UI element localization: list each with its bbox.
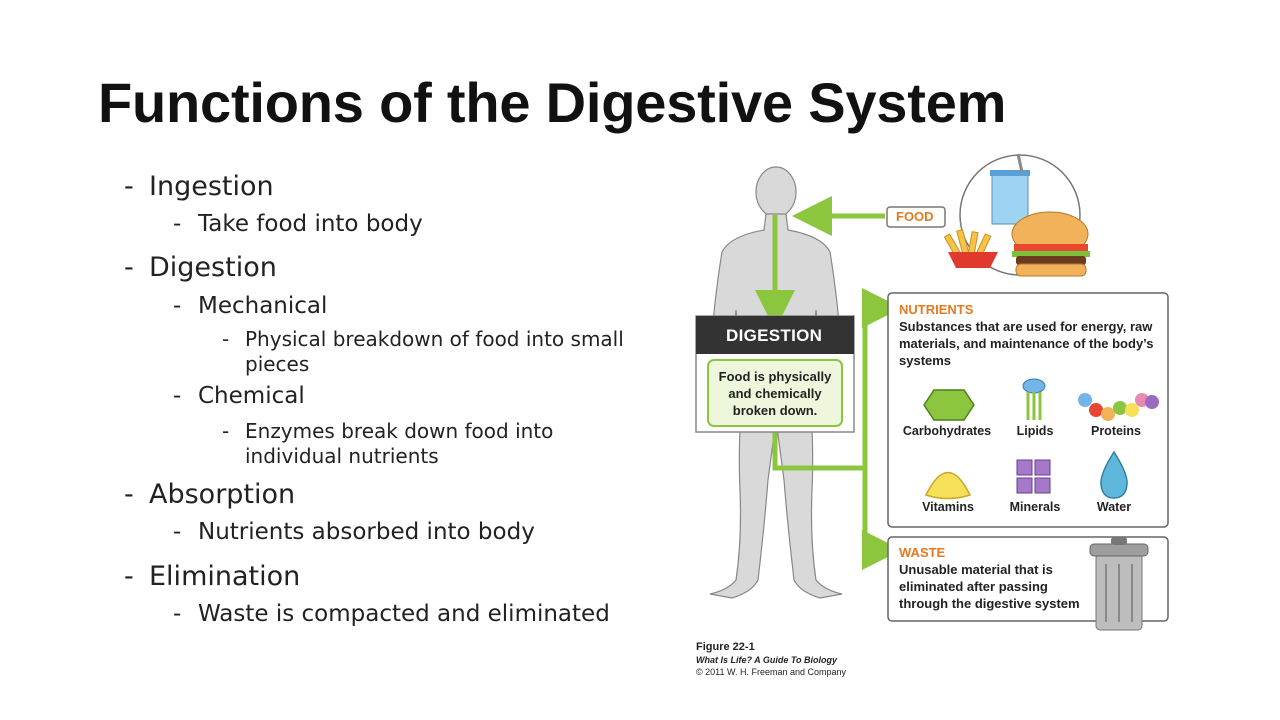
bullet-chemical-detail-text: Enzymes break down food into individual … [245,419,554,468]
food-icon [943,153,1090,277]
food-label: FOOD [896,209,934,224]
label-carbohydrates: Carbohydrates [902,424,992,438]
bullet-list: -Ingestion -Take food into body -Digesti… [124,171,624,627]
waste-arrow [862,468,902,570]
nutrients-header: NUTRIENTS [899,302,974,317]
figure-graphics [695,153,1169,631]
bullet-absorption: -Absorption [124,479,296,510]
digestion-text-box [707,359,843,427]
bullet-absorption-sub-text: Nutrients absorbed into body [198,519,535,545]
food-label-box [886,206,946,228]
bullet-mechanical-label: Mechanical [198,293,328,319]
waste-description: Unusable material that is eliminated aft… [899,562,1080,611]
bullet-absorption-label: Absorption [149,479,296,510]
bullet-elimination: -Elimination [124,561,301,592]
label-vitamins: Vitamins [922,500,974,514]
bullet-ingestion-sub: -Take food into body [173,211,423,237]
bullet-mechanical: -Mechanical [173,293,328,319]
digestion-header-bar [696,316,854,354]
bullet-digestion: -Digestion [124,252,277,283]
label-proteins: Proteins [1090,424,1141,438]
bullet-elimination-sub: -Waste is compacted and eliminated [173,601,610,627]
label-minerals: Minerals [1009,500,1061,514]
bullet-digestion-label: Digestion [149,252,277,283]
bullet-absorption-sub: -Nutrients absorbed into body [173,519,535,545]
bullet-chemical-label: Chemical [198,383,305,409]
digestion-header: DIGESTION [726,326,823,345]
carbohydrates-icon [923,389,975,421]
minerals-icon [1016,459,1051,494]
proteins-icon [1078,393,1159,421]
water-icon [1100,450,1128,499]
bullet-elimination-sub-text: Waste is compacted and eliminated [198,601,610,627]
figure-source: What Is Life? A Guide To Biology [696,655,837,665]
label-lipids: Lipids [1016,424,1054,438]
figure-copyright: © 2011 W. H. Freeman and Company [696,667,847,677]
trash-can-icon [1089,537,1149,631]
label-water: Water [1096,500,1132,514]
slide-title: Functions of the Digestive System [98,71,1007,134]
bullet-ingestion-label: Ingestion [149,171,274,202]
bullet-ingestion-sub-text: Take food into body [198,211,423,237]
bullet-chemical: -Chemical [173,383,305,409]
vitamins-icon [924,471,972,500]
bullet-elimination-label: Elimination [149,561,301,592]
bullet-ingestion: -Ingestion [124,171,274,202]
figure-number: Figure 22-1 [696,641,755,653]
waste-header: WASTE [899,545,946,560]
digestion-figure: FOOD DIGESTION Food is physically and ch… [680,150,1280,690]
lipids-icon [1022,378,1046,420]
bullet-mechanical-detail-text: Physical breakdown of food into small pi… [245,327,624,376]
nutrients-description: Substances that are used for energy, raw… [899,319,1154,368]
digestion-description: Food is physically and chemically broken… [718,369,832,418]
